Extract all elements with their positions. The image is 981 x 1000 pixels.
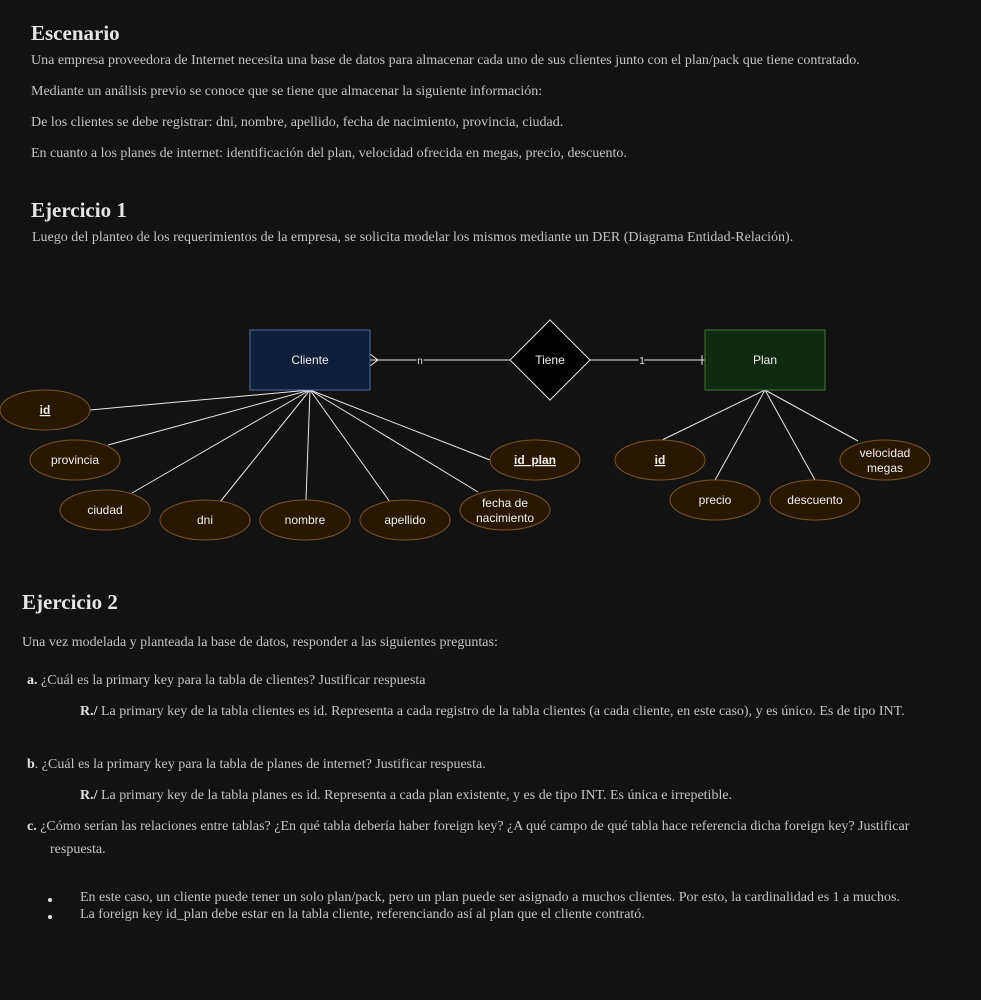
attr-plan-descuento — [769, 479, 861, 521]
ejercicio2-title: Ejercicio 2 — [22, 590, 118, 614]
attr-cliente-nombre-label: nombre — [285, 513, 326, 527]
attr-plan-precio-label: precio — [699, 493, 732, 507]
attr-plan-id — [614, 439, 706, 481]
cardinality-n: n — [417, 356, 423, 367]
connector-cliente-provincia — [107, 389, 311, 446]
escenario-paragraph-2: Mediante un análisis previo se conoce qu… — [31, 84, 543, 99]
er-diagram: n 1 Cliente Plan Tiene id provincia ciud… — [0, 319, 931, 541]
attr-plan-precio — [669, 479, 761, 521]
connector-cliente-dni — [219, 389, 311, 503]
entity-cliente — [249, 329, 371, 391]
cardinality-1: 1 — [639, 356, 645, 367]
escenario-paragraph-1: Una empresa proveedora de Internet neces… — [31, 53, 860, 68]
connector-plan-descuento — [764, 389, 816, 481]
attr-cliente-id-plan — [489, 439, 581, 481]
connector-plan-id — [659, 389, 766, 442]
question-b: b. ¿Cuál es la primary key para la tabla… — [27, 757, 486, 773]
answer-c-bullet-1: En este caso, un cliente puede tener un … — [48, 890, 900, 905]
question-a: a. ¿Cuál es la primary key para la tabla… — [27, 673, 425, 689]
entity-cliente-label: Cliente — [291, 353, 329, 367]
attr-cliente-id — [0, 389, 91, 431]
question-b-text: . ¿Cuál es la primary key para la tabla … — [34, 757, 486, 772]
crows-foot-top — [369, 353, 379, 361]
question-b-label: b — [27, 757, 35, 772]
answer-a: R./ La primary key de la tabla clientes … — [80, 704, 905, 720]
answer-b-text: La primary key de la tabla planes es id.… — [97, 788, 733, 803]
question-c-continuation: respuesta. — [50, 842, 106, 857]
attr-cliente-id-plan-label: id_plan — [514, 453, 556, 467]
attr-cliente-fecha-label-1: fecha de — [482, 496, 528, 510]
escenario-paragraph-4: En cuanto a los planes de internet: iden… — [31, 146, 627, 161]
attr-cliente-fecha-label-2: nacimiento — [476, 511, 534, 525]
attr-cliente-provincia — [29, 439, 121, 481]
answer-b-label: R./ — [80, 788, 98, 803]
question-c-label: c. — [27, 819, 37, 834]
question-a-text: ¿Cuál es la primary key para la tabla de… — [37, 673, 426, 688]
attr-plan-velocidad — [839, 439, 931, 481]
connector-plan-precio — [714, 389, 766, 481]
answer-a-label: R./ — [80, 704, 98, 719]
attr-cliente-dni — [159, 499, 251, 541]
attr-cliente-ciudad — [59, 489, 151, 531]
connector-cliente-fecha — [309, 389, 479, 493]
attr-plan-descuento-label: descuento — [787, 493, 843, 507]
ejercicio1-paragraph: Luego del planteo de los requerimientos … — [32, 230, 794, 245]
ejercicio1-title: Ejercicio 1 — [31, 198, 127, 222]
question-c-text: ¿Cómo serían las relaciones entre tablas… — [36, 819, 910, 834]
answer-b: R./ La primary key de la tabla planes es… — [80, 788, 732, 804]
escenario-title: Escenario — [31, 21, 120, 45]
question-a-label: a. — [27, 673, 38, 688]
entity-plan — [704, 329, 826, 391]
connector-plan-velocidad — [764, 389, 859, 442]
attr-cliente-dni-label: dni — [197, 513, 213, 527]
connector-cliente-id — [89, 389, 311, 411]
attr-cliente-id-label: id — [40, 403, 51, 417]
attr-cliente-apellido — [359, 499, 451, 541]
connector-cliente-nombre — [305, 389, 311, 501]
escenario-paragraph-3: De los clientes se debe registrar: dni, … — [31, 115, 564, 130]
attr-plan-velocidad-label-2: megas — [867, 461, 903, 475]
ejercicio2-intro: Una vez modelada y planteada la base de … — [22, 635, 498, 650]
attr-plan-id-label: id — [655, 453, 666, 467]
question-c: c. ¿Cómo serían las relaciones entre tab… — [27, 819, 981, 835]
relationship-tiene-label: Tiene — [535, 353, 565, 367]
relationship-tiene — [509, 319, 591, 401]
connector-cliente-id-plan — [309, 389, 491, 461]
connector-cliente-ciudad — [131, 389, 311, 494]
attr-cliente-provincia-label: provincia — [51, 453, 99, 467]
answer-c-bullet-2: La foreign key id_plan debe estar en la … — [48, 907, 645, 922]
answer-a-text: La primary key de la tabla clientes es i… — [97, 704, 905, 719]
attr-cliente-ciudad-label: ciudad — [87, 503, 122, 517]
attr-cliente-fecha-nacimiento — [459, 489, 551, 531]
entity-plan-label: Plan — [753, 353, 777, 367]
attr-plan-velocidad-label-1: velocidad — [860, 446, 911, 460]
connector-cliente-apellido — [309, 389, 391, 503]
attr-cliente-apellido-label: apellido — [384, 513, 426, 527]
attr-cliente-nombre — [259, 499, 351, 541]
crows-foot-bottom — [369, 359, 379, 367]
